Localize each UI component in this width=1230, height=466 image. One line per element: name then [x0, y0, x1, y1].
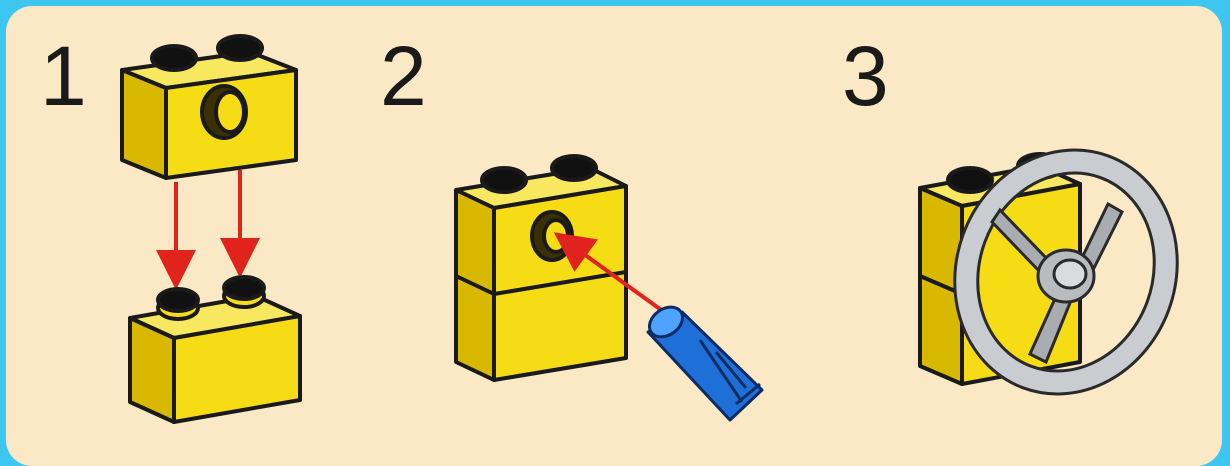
step-1-arrows: [176, 170, 240, 270]
step-1-bottom-brick: [130, 277, 300, 422]
step-1-top-brick: [122, 36, 296, 178]
step-2-blue-pin: [644, 301, 762, 420]
